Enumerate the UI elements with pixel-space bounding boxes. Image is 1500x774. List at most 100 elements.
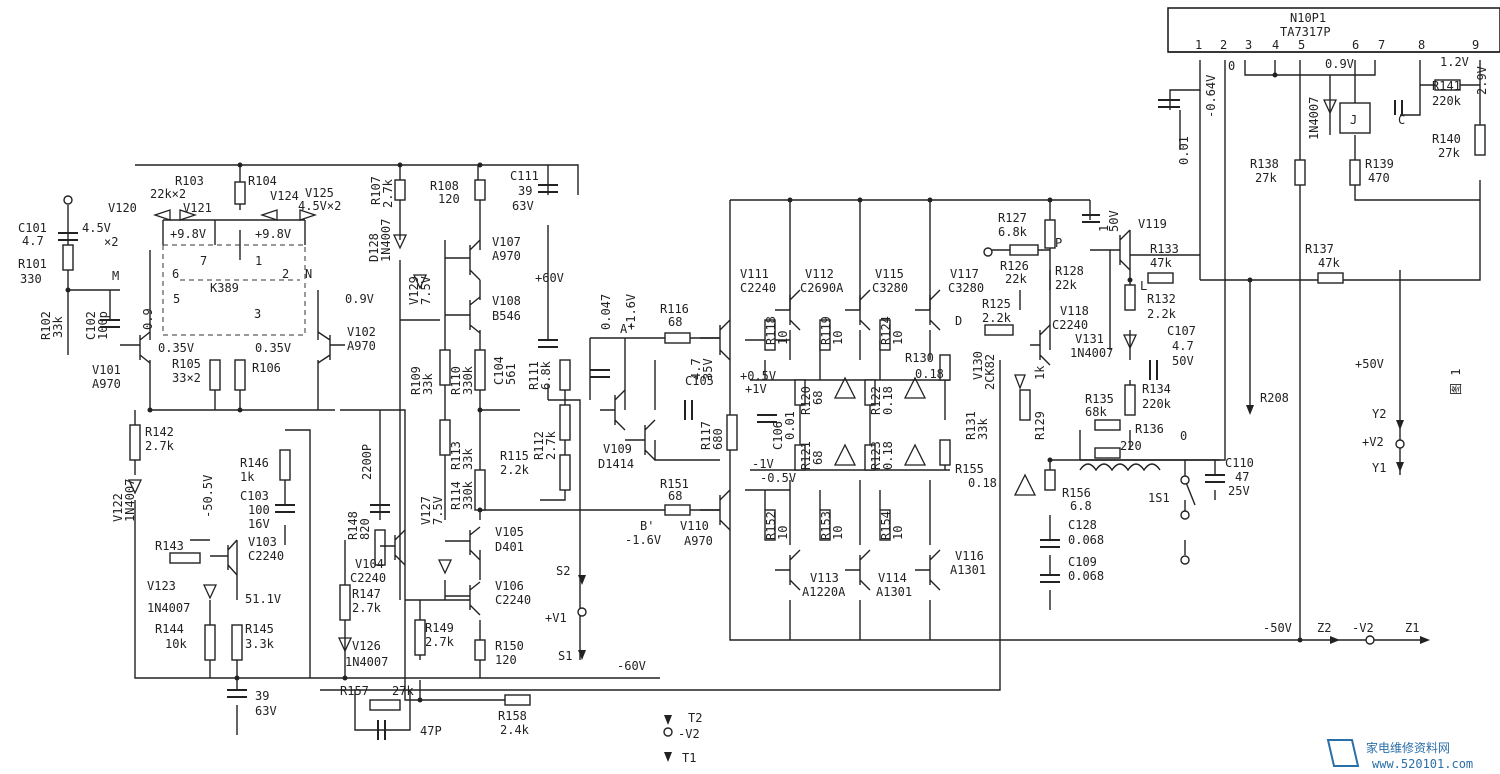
diode-d128 <box>392 234 408 250</box>
diode-v130 <box>1014 374 1026 390</box>
label-c104v: 561 <box>504 363 518 385</box>
label-c105r: 35V <box>701 358 715 380</box>
transistor-v105-shape <box>445 526 481 561</box>
label-c103r: 16V <box>248 517 270 531</box>
resistor-r147 <box>339 584 351 621</box>
label-r108: R108 <box>430 179 459 193</box>
transistor-v106-shape <box>445 581 481 616</box>
label-d: D <box>955 314 962 328</box>
label-t2: T2 <box>688 711 702 725</box>
label-r151: R151 <box>660 477 689 491</box>
resistor-r113 <box>439 419 451 456</box>
label-y1: Y1 <box>1372 461 1386 475</box>
label-c106v: 0.01 <box>783 411 797 440</box>
label-r131v: 33k <box>976 418 990 440</box>
transistors <box>120 229 1131 616</box>
label-r107: R107 <box>369 176 383 205</box>
label-r124: R124 <box>879 316 893 345</box>
resistor-r150 <box>474 639 486 661</box>
label-r145v: 3.3k <box>245 637 275 651</box>
label-minusv2: -V2 <box>678 727 700 741</box>
label-r125: R125 <box>982 297 1011 311</box>
diode-v124 <box>259 209 278 221</box>
resistor-r134 <box>1124 384 1136 416</box>
label-r127v: 6.8k <box>998 225 1028 239</box>
label-c102: C102 <box>84 311 98 340</box>
label-n: N <box>305 267 312 281</box>
label-d128t: 1N4007 <box>379 219 393 262</box>
ic-pin-4: 4 <box>1272 38 1279 52</box>
arrow-down-icon <box>1246 405 1254 415</box>
label-v125: V125 <box>305 186 334 200</box>
transistor-v104-shape <box>380 529 406 566</box>
resistor-r140 <box>1474 124 1486 156</box>
terminal-v2 <box>663 727 673 737</box>
label-v505: -50.5V <box>201 475 215 518</box>
watermark-text: 家电维修资料网 <box>1366 740 1450 755</box>
watermark-logo: 家电维修资料网 www.520101.com <box>1326 739 1473 771</box>
label-r135v: 68k <box>1085 405 1107 419</box>
label-r134v: 220k <box>1142 397 1172 411</box>
resistor-r148 <box>374 529 386 566</box>
label-c111r: 63V <box>512 199 534 213</box>
label-r115: R115 <box>500 449 529 463</box>
arrow-down-icon <box>664 752 672 762</box>
label-r115v: 2.2k <box>500 463 530 477</box>
ic-pin-5: 5 <box>1298 38 1305 52</box>
ic-pin-1: 1 <box>1195 38 1202 52</box>
label-r142: R142 <box>145 425 174 439</box>
label-r126v: 22k <box>1005 272 1027 286</box>
arrow-down-icon <box>578 575 586 585</box>
label-r122: R122 <box>869 386 883 415</box>
label-y2: Y2 <box>1372 407 1386 421</box>
label-v0: 0 <box>1228 59 1235 73</box>
warning-triangle-icon <box>903 443 927 466</box>
label-plus50: +50V <box>1355 357 1384 371</box>
transistor-v116-shape <box>915 549 941 591</box>
label-c111v: 39 <box>518 184 532 198</box>
label-r108v: 120 <box>438 192 460 206</box>
label-v118t: C2240 <box>1052 318 1088 332</box>
label-p: P <box>1055 236 1062 250</box>
resistor-r156 <box>1044 469 1056 491</box>
transistor-v108-shape <box>445 296 481 334</box>
label-v09c: 0.9V <box>1325 57 1354 71</box>
label-r143: R143 <box>155 539 184 553</box>
label-minusv2b: -V2 <box>1352 621 1374 635</box>
resistor-r107 <box>394 179 406 201</box>
label-v110: V110 <box>680 519 709 533</box>
label-v105t: D401 <box>495 540 524 554</box>
diode-v131 <box>1122 334 1138 350</box>
output-coil <box>1079 463 1161 472</box>
label-v29: 2.9V <box>1475 66 1489 95</box>
resistor-r123 <box>864 444 876 471</box>
label-r110v: 330k <box>461 365 475 395</box>
label-r153: R153 <box>819 511 833 540</box>
label-v104: V104 <box>355 557 384 571</box>
transistor-v119-shape <box>1110 229 1131 271</box>
label-c107r: 50V <box>1172 354 1194 368</box>
label-r117v: 680 <box>711 428 725 450</box>
label-r119: R119 <box>819 316 833 345</box>
warning-triangles <box>833 376 1037 496</box>
label-c47p: 47P <box>420 724 442 738</box>
label-r156v: 6.8 <box>1070 499 1092 513</box>
label-r141v: 220k <box>1432 94 1462 108</box>
label-v102: V102 <box>347 325 376 339</box>
label-v106t: C2240 <box>495 593 531 607</box>
resistor-r141 <box>1434 79 1461 91</box>
label-r123: R123 <box>869 441 883 470</box>
label-v127: V127 <box>419 496 433 525</box>
label-c39: 39 <box>255 689 269 703</box>
label-v127v: 7.5V <box>431 496 445 525</box>
label-r126: R126 <box>1000 259 1029 273</box>
label-r101: R101 <box>18 257 47 271</box>
label-r147v: 2.7k <box>352 601 382 615</box>
label-r121v: 68 <box>811 451 825 465</box>
label-v102t: A970 <box>347 339 376 353</box>
transistor-v103-shape <box>210 539 238 576</box>
ic-pin-9: 9 <box>1472 38 1479 52</box>
resistor-r132 <box>1124 284 1136 311</box>
